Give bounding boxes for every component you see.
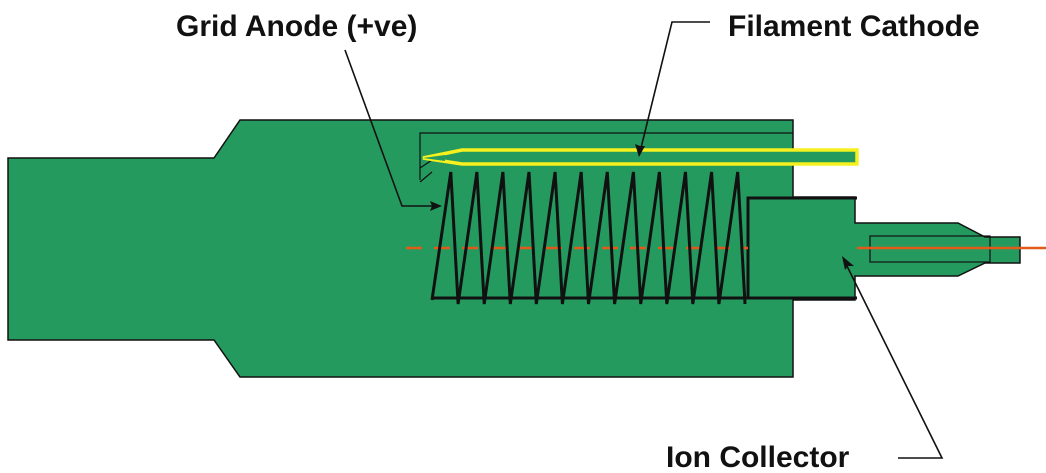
gauge-body [7, 119, 1021, 378]
grid-anode-arrow-icon [430, 201, 442, 211]
filament-cathode-leader [639, 21, 710, 153]
grid-anode-label: Grid Anode (+ve) [176, 10, 417, 43]
cathode-housing-outline [419, 132, 793, 180]
ion-collector-leader [844, 261, 944, 459]
grid-anode-coil [430, 171, 747, 305]
filament-cathode-label: Filament Cathode [728, 10, 980, 43]
grid-anode-leader [344, 49, 437, 207]
grid-coil-wire [430, 171, 747, 305]
cathode-mount-line [419, 159, 433, 183]
ion-collector-arrow-icon [842, 256, 854, 270]
filament-cathode-arrow-icon [635, 144, 645, 157]
filament-tip [423, 155, 445, 161]
filament-cathode [422, 148, 859, 166]
ion-collector-label: Ion Collector [666, 441, 850, 473]
